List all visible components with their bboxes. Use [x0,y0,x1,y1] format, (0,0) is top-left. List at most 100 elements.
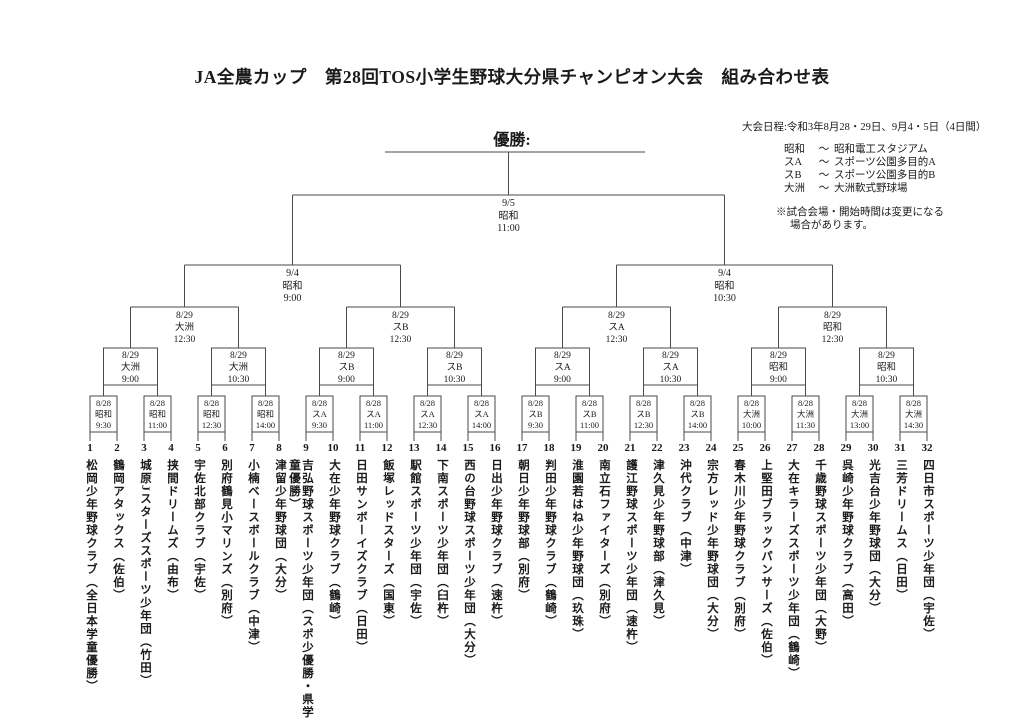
match-date: 8/28 [473,398,490,408]
match-time: 10:30 [875,375,898,385]
match-time: 12:30 [417,420,438,430]
match-time: 14:30 [903,420,924,430]
venue-row: スA～スポーツ公園多目的A [784,156,986,169]
match-date: 8/29 [338,351,355,361]
match-venue: 昭和 [256,409,274,419]
match-date: 8/29 [770,351,787,361]
match-date: 8/28 [311,398,328,408]
team-name: 護江野球スポーツ少年団（速杵） [625,459,637,654]
match-date: 8/28 [149,398,166,408]
team-name: 吉弘野球スポーツ少年団（スポ少優勝・県学童優勝） [288,459,313,719]
match-time: 10:30 [659,375,682,385]
venue-row: スB～スポーツ公園多目的B [784,169,986,182]
match-time: 9:30 [95,420,112,430]
team-number: 17 [516,442,528,454]
match-venue: スA [312,409,327,419]
venue-name: スポーツ公園多目的A [834,157,936,168]
tilde-icon: ～ [818,183,830,194]
match-time: 9:00 [122,375,139,385]
tilde-icon: ～ [818,157,830,168]
team-name: 沖代クラブ（中津） [679,459,691,576]
match-venue: スB [528,409,543,419]
team-number: 2 [114,442,120,454]
team-name: 朝日少年野球部（別府） [517,459,529,602]
match-time: 11:00 [363,420,384,430]
team-name: 淮園若はね少年野球団（玖珠） [571,459,583,641]
tilde-icon: ～ [818,170,830,181]
team-number: 20 [597,442,609,454]
venue-abbr: スB [784,170,802,181]
venue-abbr: 大洲 [784,183,805,194]
team-name: 呉崎少年野球クラブ（高田） [841,459,853,628]
match-time: 10:30 [227,375,250,385]
match-date: 8/28 [419,398,436,408]
team-number: 27 [786,442,798,454]
team-number: 7 [249,442,255,454]
team-name: 春木川少年野球クラブ（別府） [733,459,745,641]
team-name: 上堅田ブラックパンサーズ（佐伯） [760,459,772,667]
team-number: 5 [195,442,201,454]
match-date: 8/29 [608,311,625,321]
match-venue: 大洲 [742,409,760,419]
match-venue: スB [446,363,463,373]
team-name: 駅館スポーツ少年団（宇佐） [409,459,421,628]
note-line-1: ※試合会場・開始時間は変更になる [776,207,944,218]
match-time: 12:30 [389,335,412,345]
team-name: 大在少年野球クラブ（鶴崎） [328,459,340,628]
match-venue: スA [420,409,435,419]
team-name: 別府鶴見小マリンズ（別府） [220,459,232,628]
match-date: 9/5 [502,198,515,209]
schedule-text: 大会日程:令和3年8月28・29日、9月4・5日（4日間） [742,122,987,133]
match-time: 11:00 [579,420,600,430]
match-date: 8/29 [824,311,841,321]
match-venue: 大洲 [120,363,140,373]
match-venue: 大洲 [850,409,868,419]
venue-row: 大洲～大洲軟式野球場 [784,182,986,195]
match-time: 11:30 [795,420,816,430]
match-venue: スA [554,363,571,373]
tournament-info: 大会日程:令和3年8月28・29日、9月4・5日（4日間） 昭和～昭和電工スタジ… [742,121,986,232]
team-name: 城原Jスターズスポーツ少年団（竹田） [139,459,151,688]
note-line-2: 場合があります。 [790,220,873,231]
match-time: 12:30 [821,335,844,345]
team-name: 津留少年野球団（大分） [274,459,286,602]
match-venue: スA [366,409,381,419]
match-date: 8/28 [95,398,112,408]
team-name: 大在キラーズスポーツ少年団（鶴崎） [787,459,799,680]
match-date: 8/29 [878,351,895,361]
team-name: 日出少年野球クラブ（速杵） [490,459,502,628]
match-time: 9:00 [283,293,302,304]
team-name: 判田少年野球クラブ（鶴崎） [544,459,556,628]
match-date: 8/28 [257,398,274,408]
match-time: 9:00 [554,375,571,385]
match-venue: 大洲 [228,363,248,373]
match-venue: 大洲 [174,323,194,333]
team-number: 22 [651,442,663,454]
match-venue: スB [690,409,705,419]
team-number: 32 [921,442,933,454]
team-number: 30 [867,442,879,454]
match-date: 8/28 [527,398,544,408]
match-time: 10:30 [713,293,736,304]
venue-abbr: 昭和 [784,144,805,155]
match-venue: 昭和 [768,363,788,373]
match-date: 8/28 [905,398,922,408]
match-venue: スB [338,363,355,373]
venue-row: 昭和～昭和電工スタジアム [784,143,986,156]
